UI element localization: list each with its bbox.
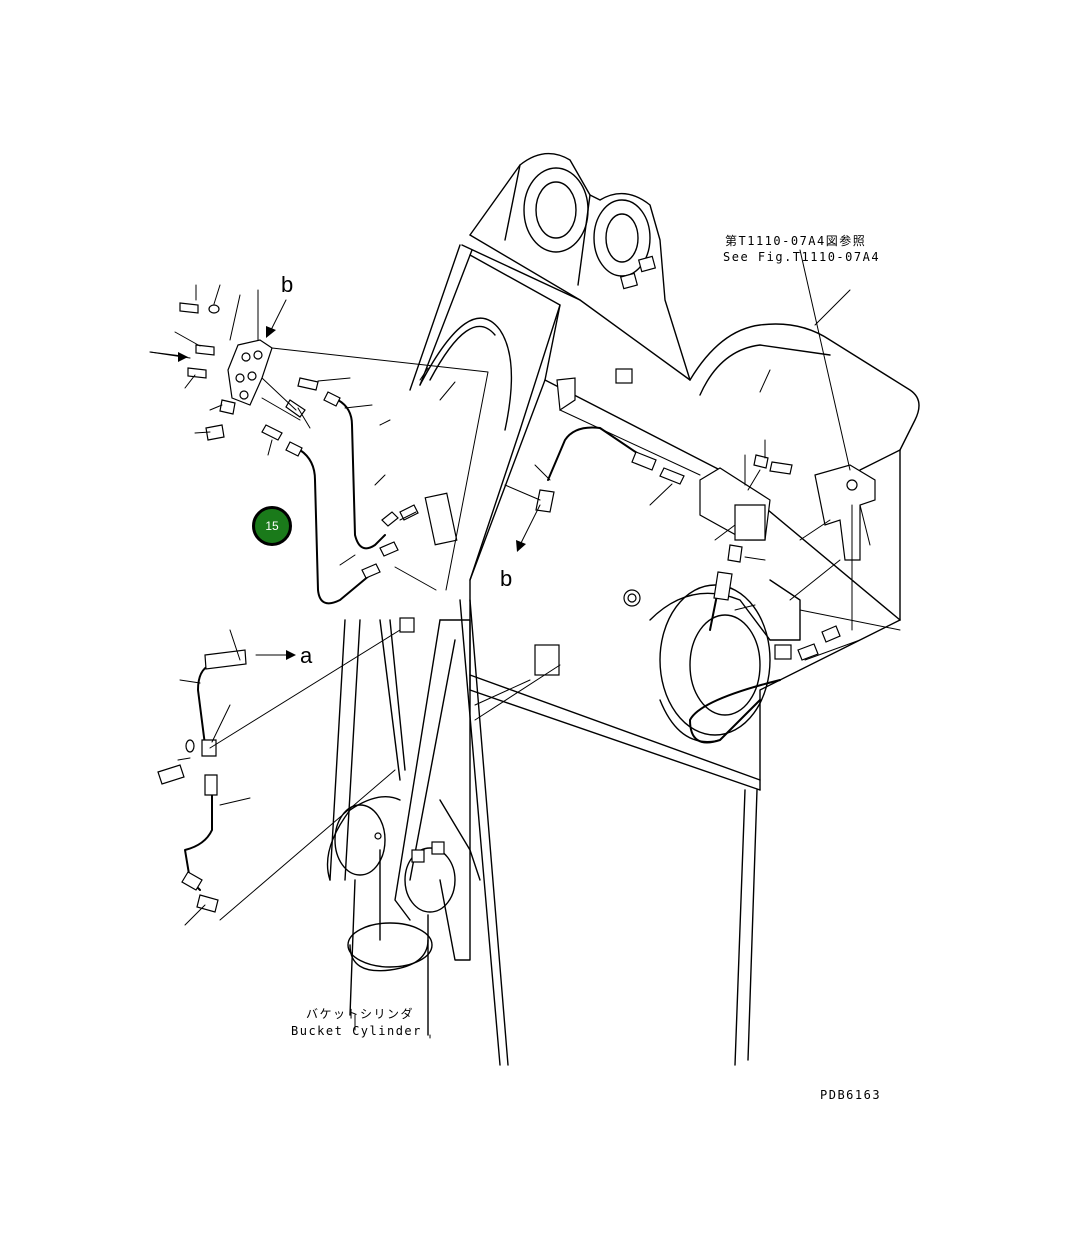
point-b-bottom-label: b xyxy=(500,566,513,591)
bucket-cylinder-en-label: Bucket Cylinder xyxy=(291,1024,422,1038)
point-b-top-label: b xyxy=(281,272,294,297)
reference-en: See Fig.T1110-07A4 xyxy=(723,250,881,264)
valve-block-right xyxy=(699,454,876,561)
drawing-number: PDB6163 xyxy=(820,1088,882,1102)
reference-jp: 第T1110-07A4図参照 xyxy=(725,234,867,248)
point-a-label: a xyxy=(300,643,313,668)
arrows xyxy=(149,299,541,660)
bucket-cylinder-jp-label: バケットシリンダ xyxy=(306,1007,415,1021)
leader-lines xyxy=(149,249,901,1039)
part-callout-15-label: 15 xyxy=(265,519,279,533)
hydraulic-lines xyxy=(184,399,781,891)
manifold-assembly xyxy=(157,302,841,913)
arm-body xyxy=(326,152,920,1066)
body-hardware xyxy=(374,255,792,863)
part-callout-15[interactable]: 15 xyxy=(252,506,292,546)
